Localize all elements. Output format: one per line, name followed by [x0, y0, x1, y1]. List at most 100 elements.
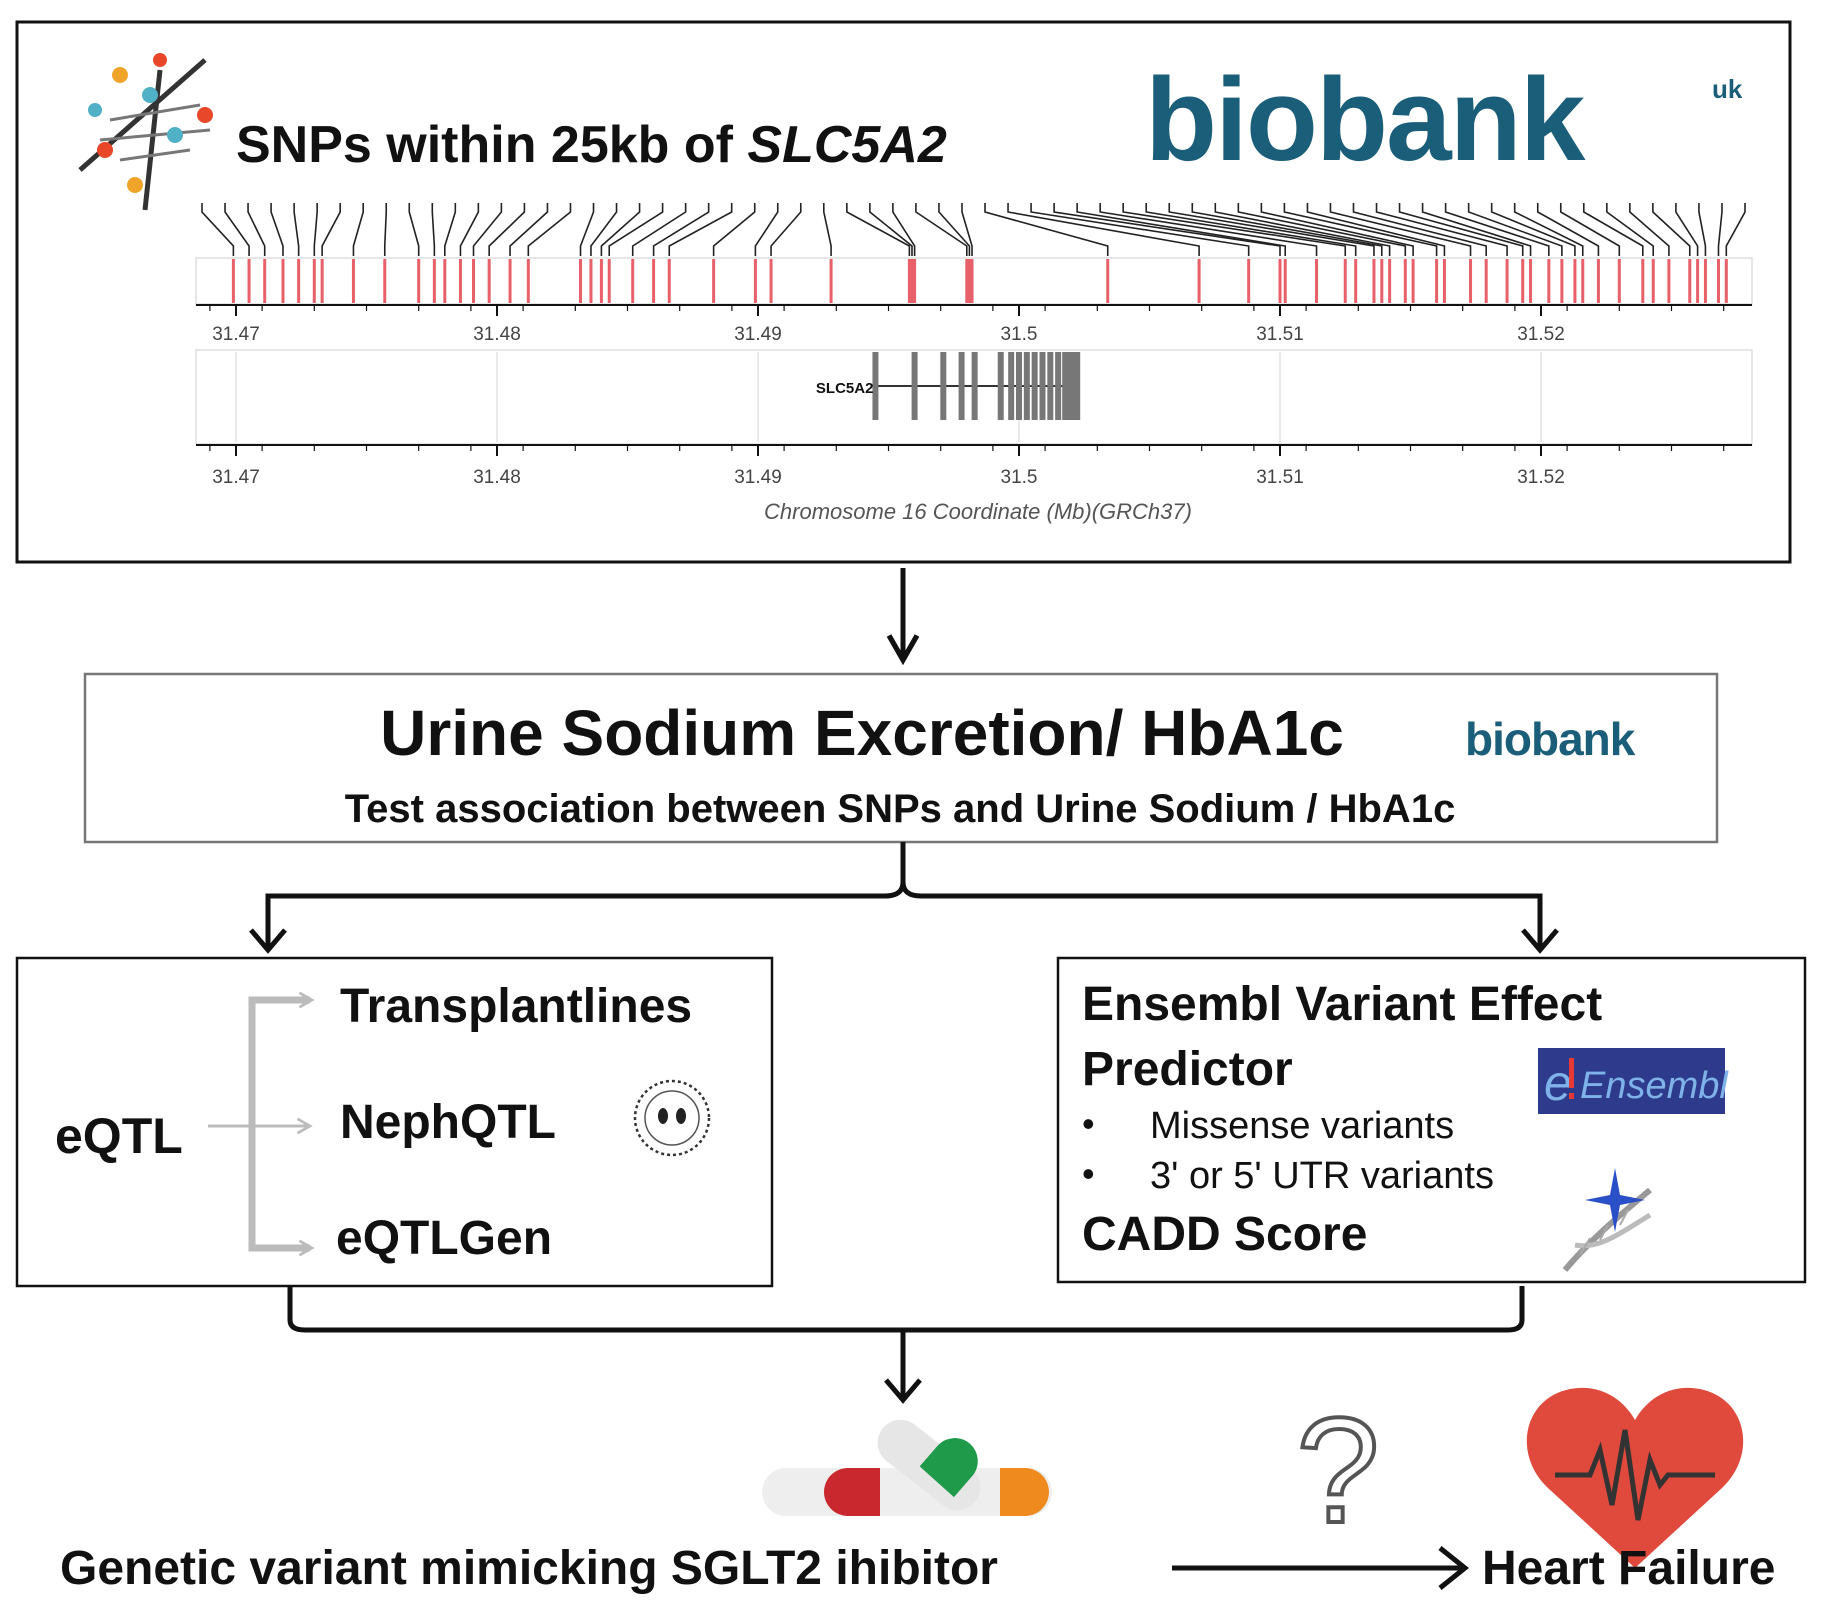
eqtl-label: eQTL [55, 1108, 183, 1164]
snp-connector [892, 203, 916, 256]
snp-mark [1315, 259, 1319, 303]
snp-mark [1529, 259, 1533, 303]
snp-connector [1652, 203, 1691, 256]
pills-icon [762, 1419, 1052, 1516]
snp-connector [579, 203, 595, 256]
svg-text:uk: uk [1712, 74, 1743, 104]
snp-mark [351, 259, 355, 303]
snp-connector [201, 203, 235, 256]
snp-mark [1283, 259, 1287, 303]
snp-axis-tick-label: 31.51 [1256, 324, 1304, 345]
eqtl-item-eqtlgen: eQTLGen [336, 1212, 552, 1265]
snp-connector [915, 203, 968, 256]
snp-connector [846, 203, 911, 256]
snp-mark [1469, 259, 1473, 303]
snp-connector [652, 203, 710, 256]
snp-mark [1388, 259, 1392, 303]
snp-mark [667, 259, 671, 303]
gene-exon [872, 352, 879, 420]
gene-exon [1062, 352, 1081, 420]
snp-connector [668, 203, 733, 256]
snp-connector [1191, 203, 1383, 256]
snp-connector [1260, 203, 1414, 256]
snp-mark [1573, 259, 1577, 303]
snp-mark [231, 259, 235, 303]
snp-mark [263, 259, 267, 303]
snp-mark [712, 259, 716, 303]
snp-connector [1606, 203, 1655, 256]
snp-mark [1197, 259, 1201, 303]
snp-mark [579, 259, 583, 303]
snp-axis-tick-label: 31.52 [1517, 324, 1565, 345]
snp-mark [913, 259, 917, 303]
gene-exon [1023, 352, 1030, 420]
snp-connector [961, 203, 973, 256]
snp-connector [631, 203, 687, 256]
dna-icon [78, 53, 213, 211]
snp-mark [1372, 259, 1376, 303]
snp-mark [967, 259, 971, 303]
snp-connector [1375, 203, 1508, 256]
snp-connector [869, 203, 913, 256]
gene-axis-ticks [209, 445, 1725, 456]
snp-mark [297, 259, 301, 303]
bottom-right-text: Heart Failure [1482, 1542, 1775, 1595]
snp-connector [754, 203, 779, 256]
snp-axis-tick-label: 31.5 [1001, 324, 1038, 345]
snp-connector [1421, 203, 1532, 256]
middle-box [83, 672, 1719, 844]
snp-connector [1145, 203, 1357, 256]
snp-mark [907, 259, 911, 303]
snp-connector [1076, 203, 1287, 256]
eqtl-item-transplantlines: Transplantlines [340, 980, 692, 1033]
snp-connector [431, 203, 436, 256]
biobank-logo-large: biobank uk [1145, 54, 1743, 186]
snp-mark [1521, 259, 1525, 303]
snp-connector [247, 203, 266, 256]
eqtl-item-nephqtl: NephQTL [340, 1096, 556, 1149]
merge-arrow [287, 1286, 1525, 1398]
snp-mark [1596, 259, 1600, 303]
snp-connector [1629, 203, 1670, 256]
snp-mark [1106, 259, 1110, 303]
snp-connector [509, 203, 549, 256]
snp-mark [1560, 259, 1564, 303]
snp-connector [1214, 203, 1391, 256]
ensembl-logo: e Ensembl [1538, 1048, 1729, 1114]
middle-title: Urine Sodium Excretion/ HbA1c [380, 697, 1344, 769]
snp-mark [1581, 259, 1585, 303]
snp-connector [1725, 203, 1746, 256]
snp-mark [247, 259, 251, 303]
gene-exon [1039, 352, 1046, 420]
snp-connector [938, 203, 971, 256]
bullet-dot-2: • [1082, 1153, 1095, 1194]
snp-connector [1168, 203, 1375, 256]
snp-mark [1435, 259, 1439, 303]
snp-mark [1411, 259, 1415, 303]
snp-mark [458, 259, 462, 303]
vep-bullet-missense: Missense variants [1150, 1105, 1454, 1147]
snp-connector [1398, 203, 1524, 256]
gene-axis-tick-label: 31.47 [212, 467, 260, 488]
snp-connector [712, 203, 756, 256]
gene-model [872, 352, 1081, 420]
snp-connector [1007, 203, 1200, 256]
snp-mark [599, 259, 603, 303]
snp-mark [320, 259, 324, 303]
gene-exon [958, 352, 965, 420]
snp-mark [508, 259, 512, 303]
right-box [1056, 956, 1807, 1284]
gene-exon [940, 352, 947, 420]
split-arrow [265, 842, 1543, 948]
eqtl-bracket [208, 991, 315, 1257]
snp-mark [1617, 259, 1621, 303]
snp-connector [444, 203, 457, 256]
snp-mark [1442, 259, 1446, 303]
snp-mark [487, 259, 491, 303]
gene-exon [1047, 352, 1054, 420]
snp-mark [1716, 259, 1720, 303]
snp-marks [231, 259, 1728, 303]
gene-exon [997, 352, 1004, 420]
